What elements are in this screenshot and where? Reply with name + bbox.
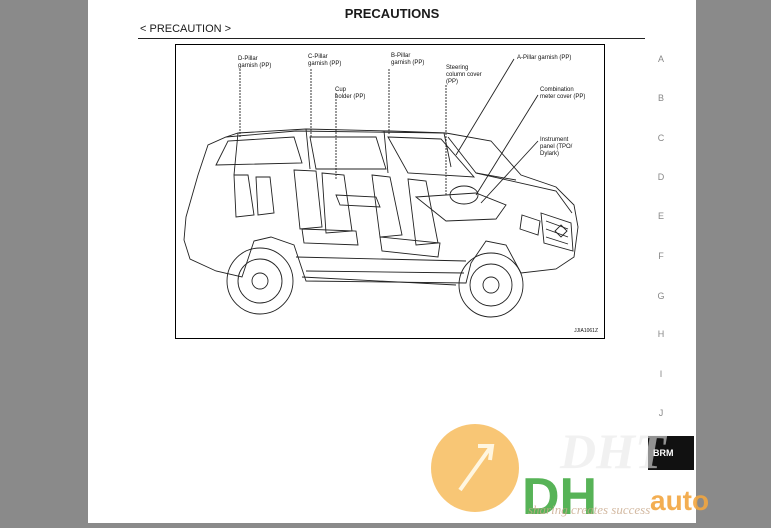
callout-cup-holder: Cup holder (PP) [335, 87, 366, 100]
index-letter-d[interactable]: D [657, 172, 665, 182]
callout-d-pillar-garnish: D-Pillar garnish (PP) [238, 56, 272, 69]
index-letter-i[interactable]: I [659, 369, 663, 379]
callout-steering-column-cover: Steering column cover (PP) [446, 65, 482, 85]
brm-section-tab[interactable]: BRM [648, 436, 694, 470]
watermark-graphic: DHT DH auto [431, 423, 709, 526]
page-title: PRECAUTIONS [344, 6, 440, 21]
index-letter-h[interactable]: H [657, 329, 665, 339]
watermark-tagline: sharing creates success [528, 502, 651, 517]
callout-c-pillar-garnish: C-Pillar garnish (PP) [308, 54, 342, 67]
index-letter-j[interactable]: J [658, 408, 664, 418]
watermark-logo: DHT DH auto sharing creates success [420, 418, 771, 526]
manual-page: PRECAUTIONS < PRECAUTION > [88, 0, 696, 523]
index-letter-b[interactable]: B [657, 93, 664, 103]
callout-b-pillar-garnish: B-Pillar garnish (PP) [391, 53, 425, 66]
svg-text:DH: DH [522, 468, 597, 523]
svg-text:auto: auto [650, 485, 709, 516]
vehicle-cutaway-illustration [183, 58, 579, 318]
index-letter-a[interactable]: A [657, 54, 664, 64]
section-label: < PRECAUTION > [140, 23, 232, 35]
callout-a-pillar-garnish: A-Pillar garnish (PP) [517, 55, 572, 61]
index-letter-e[interactable]: E [657, 211, 664, 221]
index-letter-c[interactable]: C [657, 133, 665, 143]
brm-tab-label: BRM [653, 448, 674, 458]
callout-combination-meter-cover: Combination meter cover (PP) [540, 87, 586, 100]
index-letter-f[interactable]: F [658, 251, 664, 261]
header-divider [138, 38, 645, 39]
index-letter-g[interactable]: G [657, 291, 665, 301]
figure-id: JJIA1061Z [574, 328, 598, 334]
vehicle-interior-figure: D-Pillar garnish (PP) C-Pillar garnish (… [175, 44, 605, 339]
callout-instrument-panel: Instrument panel (TPO/ Dylark) [540, 137, 573, 157]
svg-text:DHT: DHT [559, 423, 668, 479]
